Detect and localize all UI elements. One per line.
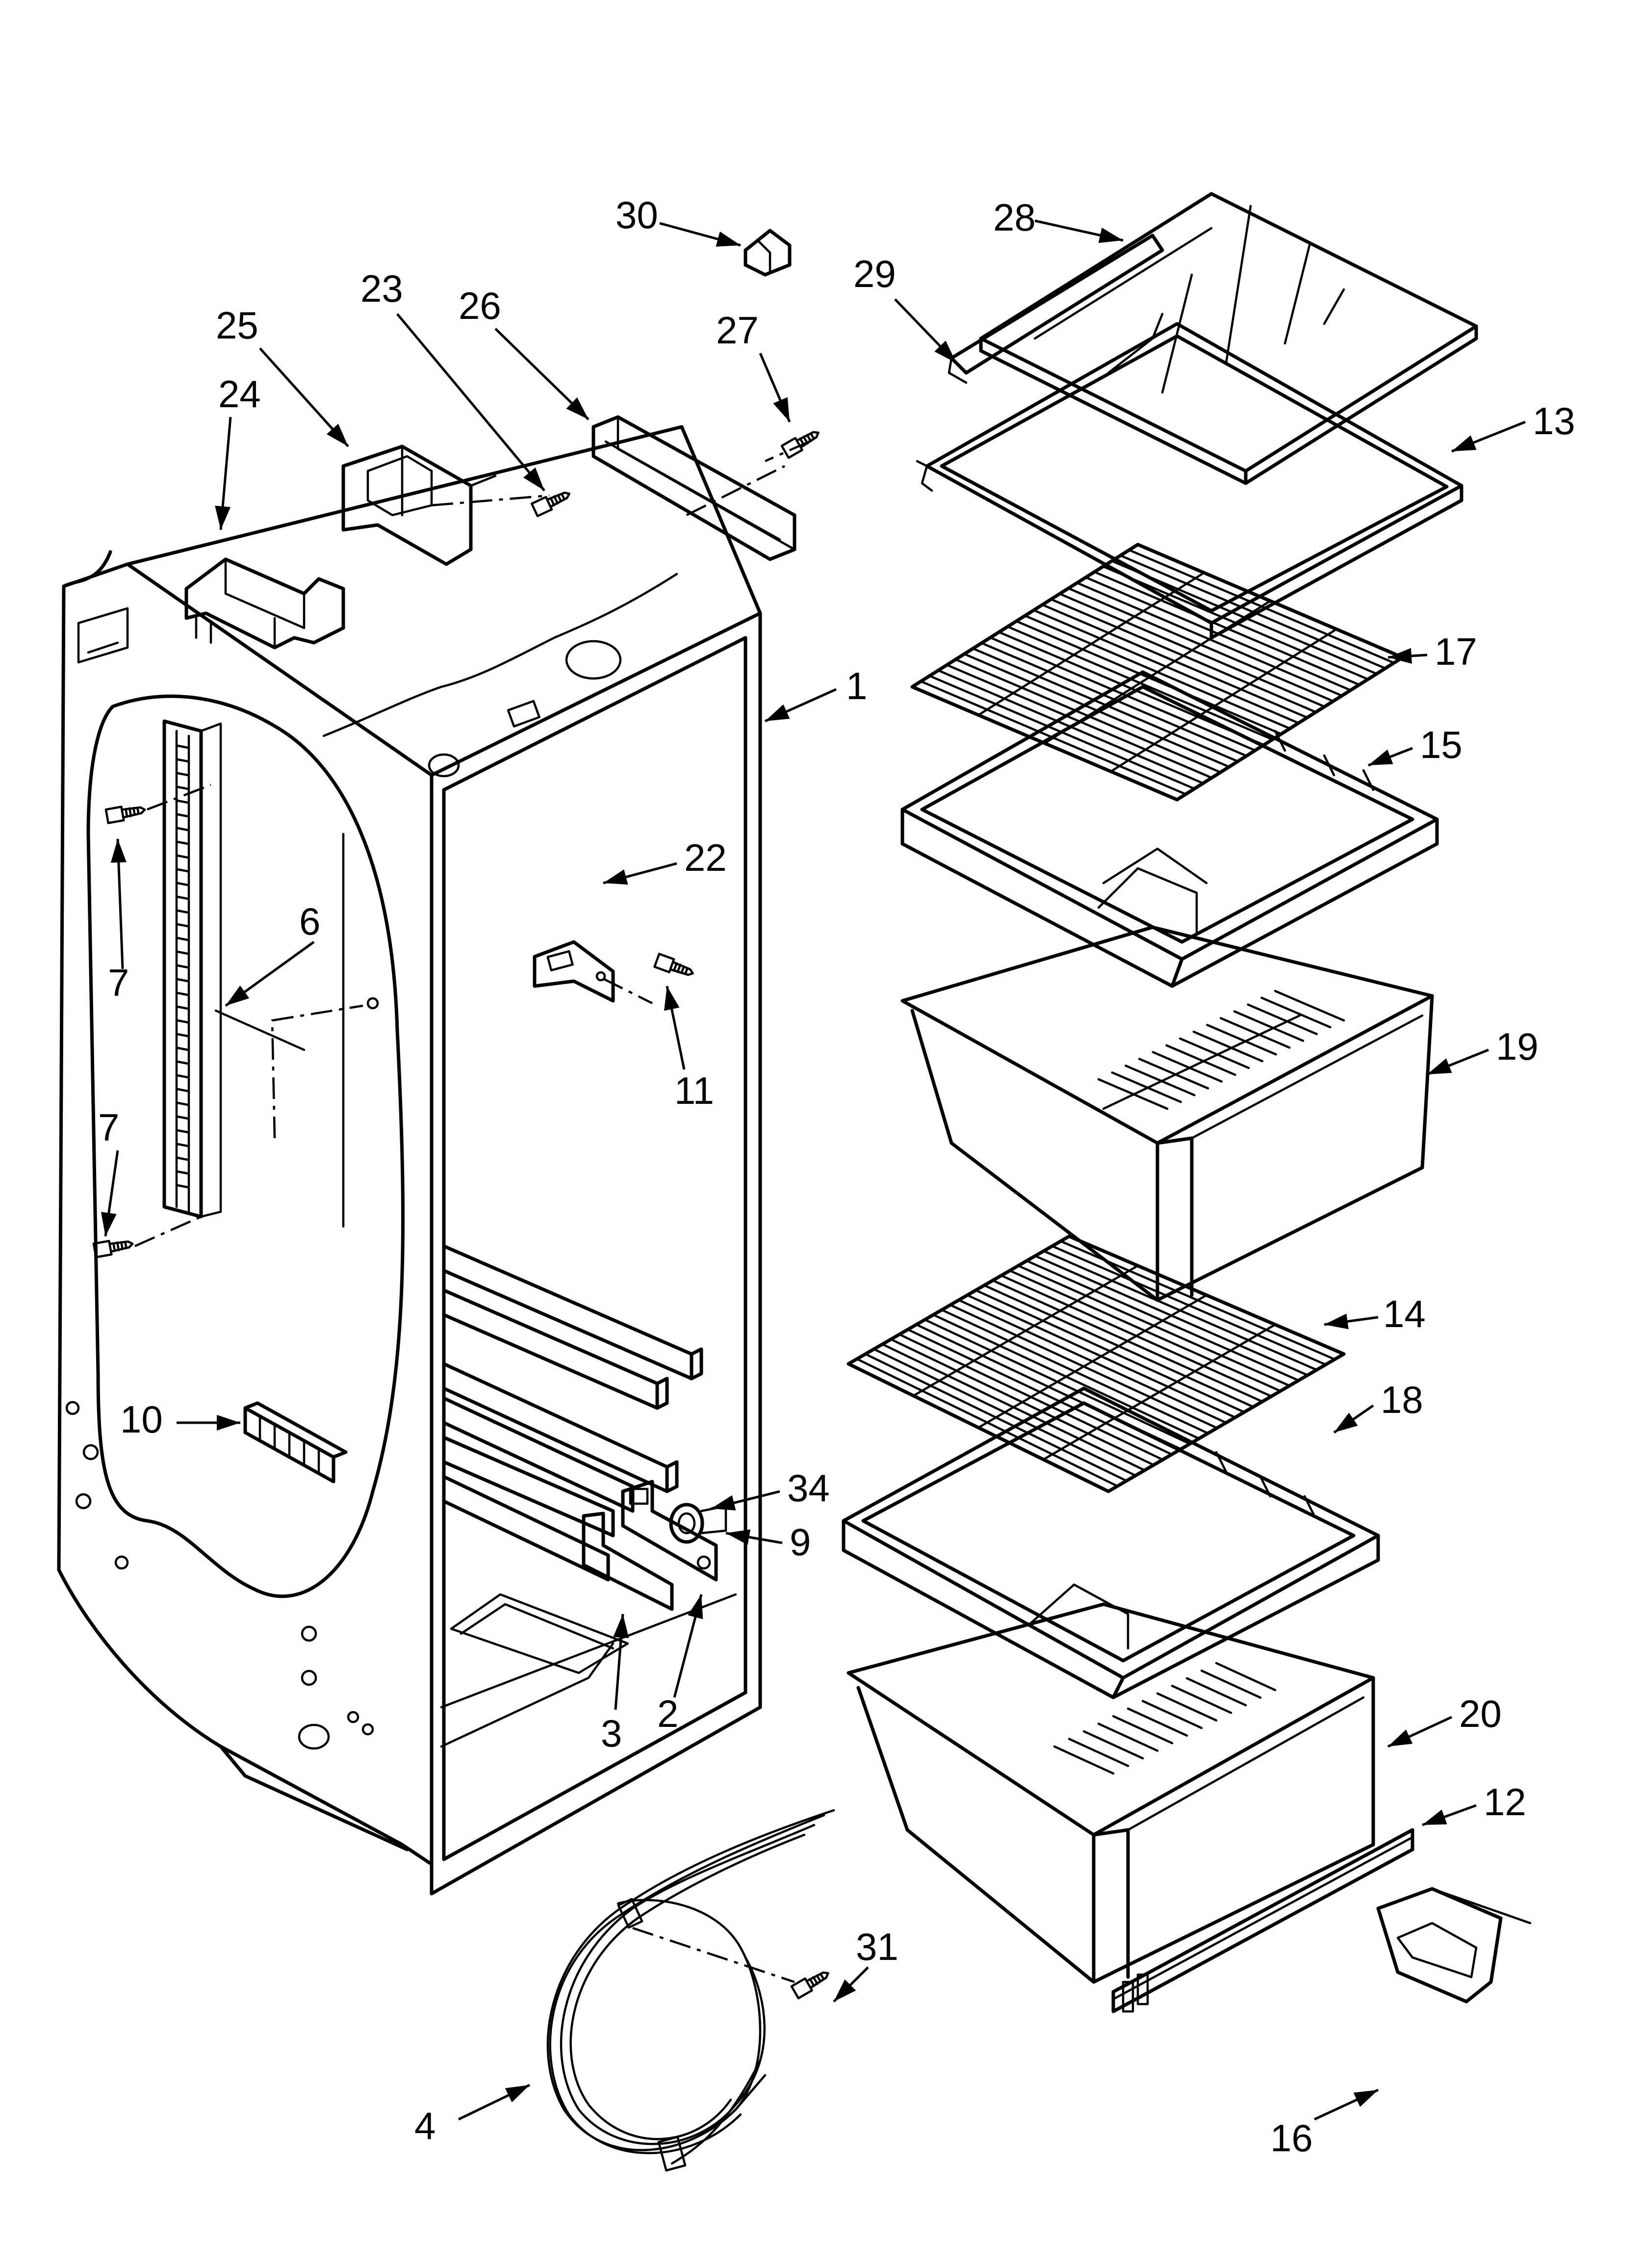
callout-34: 34 [787, 1466, 830, 1510]
svg-text:19: 19 [1496, 1025, 1539, 1068]
frame-13 [916, 322, 1463, 640]
bracket-2 [621, 1480, 718, 1582]
callout-7-bottom: 7 [98, 1106, 119, 1149]
callout-22: 22 [684, 836, 727, 879]
svg-text:7: 7 [108, 961, 129, 1004]
damper-grille [243, 1401, 348, 1484]
svg-text:7: 7 [98, 1106, 119, 1149]
wire-shelf-14 [847, 1234, 1346, 1493]
svg-text:18: 18 [1381, 1378, 1423, 1421]
cabinet-liner [57, 425, 762, 1896]
crisper-drawer-19 [900, 925, 1434, 1302]
callout-18: 18 [1381, 1378, 1423, 1421]
svg-text:27: 27 [716, 309, 759, 352]
screw-23 [532, 488, 572, 516]
callout-4: 4 [414, 2104, 436, 2147]
callout-12: 12 [1484, 1780, 1526, 1824]
callout-20: 20 [1459, 1692, 1502, 1735]
callout-29: 29 [853, 252, 896, 295]
crisper-drawer-20 [847, 1602, 1375, 1984]
callout-3: 3 [601, 1712, 622, 1755]
svg-text:31: 31 [856, 1925, 898, 1968]
svg-text:3: 3 [601, 1712, 622, 1755]
screw-7-bottom [94, 1237, 134, 1257]
callout-2: 2 [657, 1692, 678, 1735]
callout-13: 13 [1533, 399, 1575, 443]
callout-10: 10 [120, 1398, 163, 1441]
svg-text:9: 9 [790, 1520, 811, 1564]
svg-text:20: 20 [1459, 1692, 1502, 1735]
svg-text:11: 11 [674, 1069, 714, 1112]
svg-text:23: 23 [360, 267, 403, 310]
svg-text:6: 6 [299, 900, 320, 943]
callout-23: 23 [360, 267, 403, 310]
air-duct-26 [591, 415, 796, 561]
svg-text:14: 14 [1383, 1292, 1426, 1335]
trim-strip-12 [1111, 1828, 1414, 2013]
callout-24: 24 [218, 372, 261, 416]
callout-31: 31 [856, 1925, 898, 1968]
svg-text:26: 26 [459, 284, 501, 327]
svg-text:30: 30 [616, 193, 658, 236]
callout-19: 19 [1496, 1025, 1539, 1068]
vertical-rail [162, 719, 222, 1219]
bracket-3 [582, 1512, 674, 1611]
bin-16 [1376, 1887, 1532, 2004]
wiring-harness [546, 1809, 835, 2172]
callout-9: 9 [790, 1520, 811, 1564]
svg-text:17: 17 [1435, 630, 1477, 673]
callouts: 1 2 3 4 6 7 7 9 10 11 12 13 14 15 16 17 … [98, 193, 1575, 2160]
svg-text:24: 24 [218, 372, 261, 416]
svg-text:25: 25 [216, 304, 258, 347]
svg-text:13: 13 [1533, 399, 1575, 443]
callout-6: 6 [299, 900, 320, 943]
callout-28: 28 [993, 196, 1036, 239]
svg-text:28: 28 [993, 196, 1036, 239]
screw-31 [792, 1967, 832, 1998]
screw-7-top [106, 803, 146, 823]
svg-text:15: 15 [1420, 723, 1462, 766]
crisper-frame-18 [842, 1386, 1380, 1699]
callout-14: 14 [1383, 1292, 1426, 1335]
callout-26: 26 [459, 284, 501, 327]
cap-30 [744, 229, 792, 277]
screw-27 [782, 427, 822, 458]
leader-lines [101, 219, 1526, 2121]
callout-15: 15 [1420, 723, 1462, 766]
callout-1: 1 [846, 664, 867, 707]
glass-cover-28 [979, 192, 1478, 485]
svg-text:2: 2 [657, 1692, 678, 1735]
screw-11 [655, 954, 695, 980]
svg-text:12: 12 [1484, 1780, 1526, 1824]
crisper-frame-15 [900, 670, 1439, 988]
svg-text:4: 4 [414, 2104, 436, 2147]
callout-7-top: 7 [108, 961, 129, 1004]
svg-text:10: 10 [120, 1398, 163, 1441]
svg-text:29: 29 [853, 252, 896, 295]
shelf-rails [442, 1244, 703, 1582]
callout-11: 11 [674, 1069, 714, 1112]
callout-17: 17 [1435, 630, 1477, 673]
callout-30: 30 [616, 193, 658, 236]
callout-25: 25 [216, 304, 258, 347]
callout-16: 16 [1270, 2116, 1313, 2160]
svg-text:22: 22 [684, 836, 727, 879]
control-24 [184, 557, 345, 650]
svg-text:34: 34 [787, 1466, 830, 1510]
svg-text:1: 1 [846, 664, 867, 707]
svg-text:16: 16 [1270, 2116, 1313, 2160]
bracket-22 [533, 940, 615, 1003]
trim-29 [948, 234, 1164, 384]
plug-9 [669, 1503, 727, 1544]
callout-27: 27 [716, 309, 759, 352]
